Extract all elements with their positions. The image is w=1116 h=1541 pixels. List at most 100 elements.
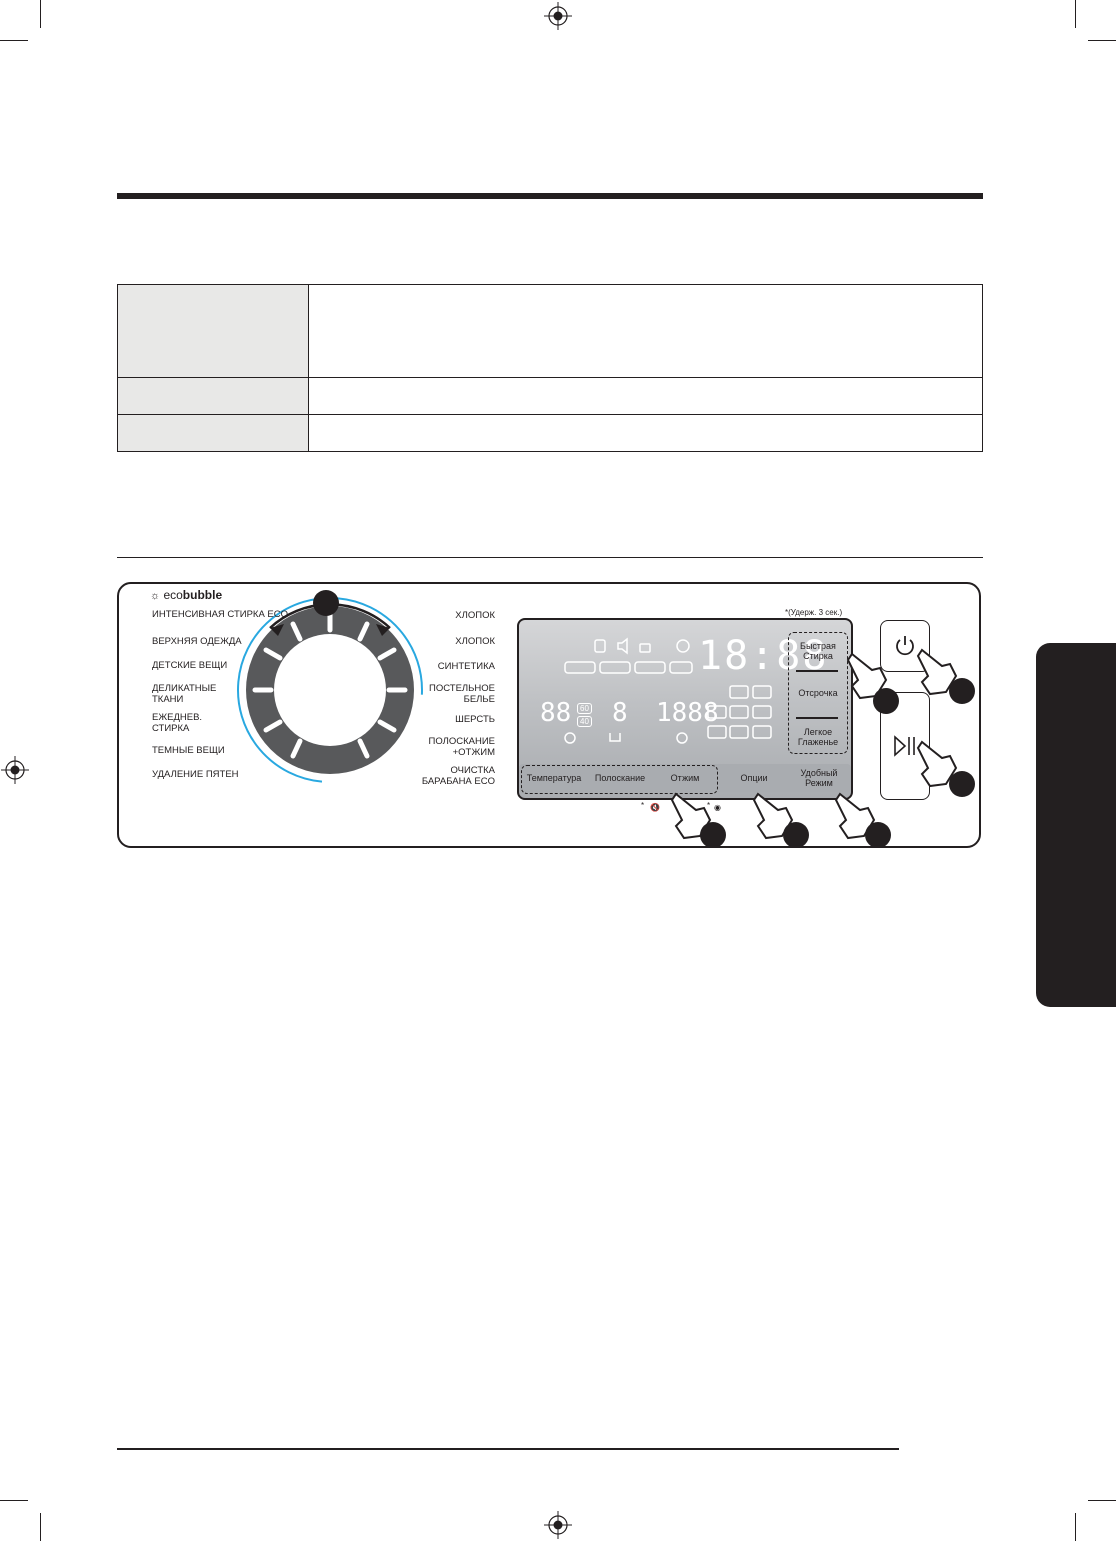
start-pause-icon [894,735,915,757]
section-rule [117,557,983,558]
hand-pointer-icon [670,792,712,840]
crop-mark-tl-v [40,0,41,28]
program-label-left-6[interactable]: ТЕМНЫЕ ВЕЩИ [152,745,225,756]
crop-mark-tr-h [1088,40,1116,41]
program-label-right-3[interactable]: СИНТЕТИКА [437,661,495,672]
crop-mark-br-v [1075,1513,1076,1541]
lock-hint: * [707,801,711,810]
mute-hint-icon: 🔇 [650,803,660,812]
temperature-button[interactable]: Температура [526,773,582,783]
phase-wash-icon [564,661,596,674]
chapter-side-tab [1036,643,1116,1007]
display-temp-badge-40: 40 [577,716,592,727]
lock-hint-icon: ◉ [714,803,721,812]
bottom-group-box [521,765,718,794]
spec-table [117,284,983,452]
table-key-cell [117,377,309,415]
callout-my-cycle [865,822,891,848]
table-value-cell [308,377,983,415]
callout-power [949,678,975,704]
program-label-right-5[interactable]: ШЕРСТЬ [455,714,495,725]
callout-options [783,822,809,848]
crop-mark-tl-h [0,40,28,41]
program-label-left-1[interactable]: ИНТЕНСИВНАЯ СТИРКА ECO [152,609,289,620]
crop-mark-br-h [1088,1500,1116,1501]
rinse-button[interactable]: Полоскание [594,773,646,783]
separator [796,717,838,719]
options-button[interactable]: Опции [740,773,768,783]
callout-spin [700,822,726,848]
rinse-icon [609,733,621,742]
registration-mark-left [1,756,29,784]
hold-hint: *(Удерж. 3 сек.) [785,608,843,617]
temp-icon [564,732,576,744]
program-label-right-4[interactable]: ПОСТЕЛЬНОЕ БЕЛЬЕ [429,683,495,705]
delay-end-button[interactable]: Отсрочка [798,688,838,698]
option-soak-icon [752,705,772,719]
mute-hint: * [641,801,645,810]
quick-wash-button[interactable]: Быстрая Стирка [800,641,836,661]
program-label-left-3[interactable]: ДЕТСКИЕ ВЕЩИ [152,660,228,671]
hand-pointer-icon [846,652,888,700]
display-temp-digits: 88 [540,698,572,728]
program-label-right-2[interactable]: ХЛОПОК [455,636,495,647]
hand-pointer-icon [752,792,794,840]
option-easyiron-icon [729,705,749,719]
spin-button[interactable]: Отжим [670,773,700,783]
program-label-right-7[interactable]: ОЧИСТКА БАРАБАНА ECO [421,765,495,787]
hand-pointer-icon [916,740,958,788]
option-intensive-icon [752,725,772,739]
crop-mark-tr-v [1075,0,1076,28]
hold-group-box [788,632,848,754]
crop-mark-bl-v [40,1513,41,1541]
option-steam-icon [707,725,727,739]
program-dial[interactable] [230,590,430,790]
bubble-shirt-icon: ☼ [150,590,161,602]
heading-rule [117,193,983,199]
dial-ticks [252,611,408,759]
table-value-cell [308,414,983,452]
easy-iron-button[interactable]: Легкое Глаженье [797,727,839,747]
table-key-cell [117,414,309,452]
registration-mark-top [544,2,572,30]
program-label-left-2[interactable]: ВЕРХНЯЯ ОДЕЖДА [152,636,242,647]
brand-suffix: bubble [182,588,223,602]
display-rinse-digit: 8 [612,698,628,728]
program-label-left-7[interactable]: УДАЛЕНИЕ ПЯТЕН [152,769,239,780]
timer-icon [676,639,690,653]
my-cycle-button[interactable]: Удобный Режим [800,768,838,788]
option-rinse-plus-icon [729,725,749,739]
program-label-left-5[interactable]: ЕЖЕДНЕВ. СТИРКА [152,712,203,734]
wifi-icon [594,639,606,653]
table-row [117,284,983,378]
table-key-cell [117,284,309,378]
callout-start [949,771,975,797]
brand-logo: ☼ ecobubble [150,588,222,602]
hand-pointer-icon [834,792,876,840]
table-row [117,377,983,415]
display-status-icons [564,637,693,744]
option-prewash-icon [729,685,749,699]
hand-pointer-icon [916,648,958,696]
program-label-right-1[interactable]: ХЛОПОК [455,610,495,621]
crop-mark-bl-h [0,1500,28,1501]
phase-rinse-icon [599,661,631,674]
spin-icon [676,732,688,744]
display-temp-badge-60: 60 [577,703,592,714]
option-shirt-icon [707,705,727,719]
phase-spin-icon [634,661,666,674]
display-option-icons [707,685,772,739]
callout-dial [313,590,339,616]
brand-prefix: eco [163,588,183,602]
lock-icon [639,643,651,653]
table-value-cell [308,284,983,378]
program-label-right-6[interactable]: ПОЛОСКАНИЕ +ОТЖИМ [428,736,496,758]
footer-rule [117,1448,899,1450]
registration-mark-bottom [544,1511,572,1539]
power-icon [896,636,914,656]
option-bubble-icon [752,685,772,699]
callout-quick-wash [873,688,899,714]
bottom-button-strip [519,764,851,792]
program-label-left-4[interactable]: ДЕЛИКАТНЫЕ ТКАНИ [152,683,217,705]
mute-icon [617,637,628,655]
